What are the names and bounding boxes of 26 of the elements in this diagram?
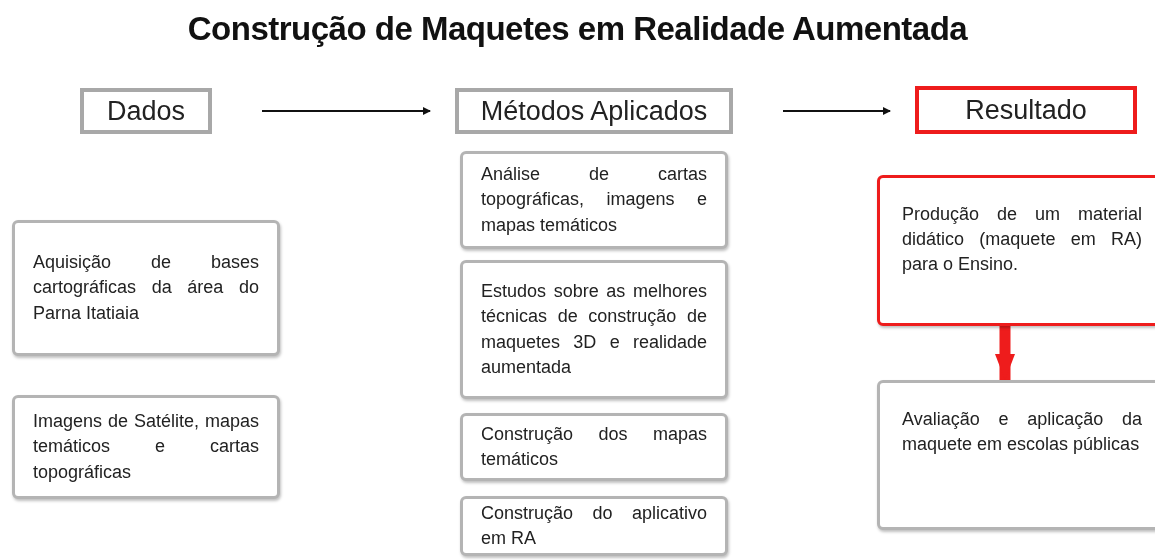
process-box — [460, 260, 728, 399]
arrow — [995, 326, 1015, 380]
process-box — [877, 175, 1155, 326]
box-text: Aquisição de bases cartográficas da área do Parna Itatiaia — [33, 251, 259, 325]
header-label: Resultado — [965, 94, 1087, 126]
box-text: Construção do aplicativo em RA — [481, 501, 707, 550]
diagram-title: Construção de Maquetes em Realidade Aumentada — [186, 10, 969, 48]
process-box — [460, 413, 728, 481]
box-text: Produção de um material didático (maquete em RA) para o Ensino. — [902, 203, 1142, 277]
box-text: Construção dos mapas temáticos — [481, 422, 707, 471]
arrow — [261, 107, 431, 115]
process-box — [877, 380, 1155, 530]
box-text: Estudos sobre as melhores técnicas de construção de maquetes 3D e realidade aumentada — [481, 280, 707, 379]
box-text: Análise de cartas topográficas, imagens e mapas temáticos — [481, 163, 707, 237]
header-box — [915, 86, 1137, 134]
header-label: Métodos Aplicados — [480, 95, 708, 127]
process-box — [460, 151, 728, 249]
header-box — [80, 88, 212, 134]
header-label: Dados — [106, 95, 185, 127]
box-text: Avaliação e aplicação da maquete em escolas públicas — [902, 408, 1142, 457]
process-box — [460, 496, 728, 556]
box-text: Imagens de Satélite, mapas temáticos e cartas topográficas — [33, 410, 259, 484]
arrow — [782, 107, 891, 115]
header-box — [455, 88, 733, 134]
process-box — [12, 395, 280, 499]
process-box — [12, 220, 280, 356]
